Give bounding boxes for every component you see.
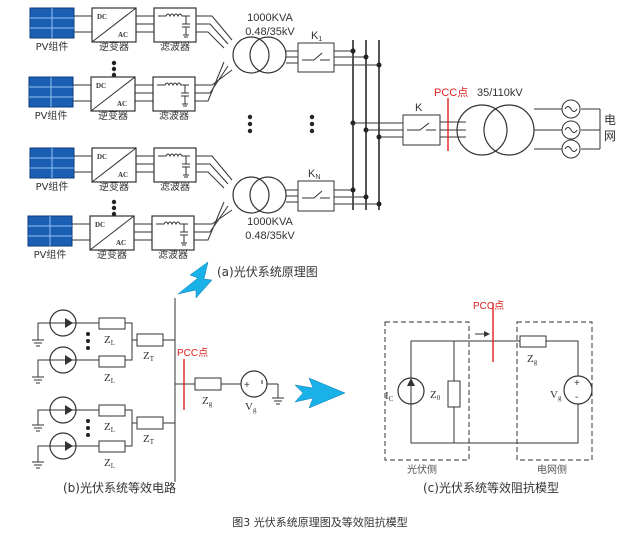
current-source-icon [49,432,77,460]
pv-string-4 [27,215,195,251]
vg-minus: - [575,392,578,403]
zg-impedance [194,377,222,391]
transformer-bottom-ratio: 0.48/35kV [245,230,295,242]
zl-impedance [98,317,126,330]
zg-label: Zg [202,395,213,408]
ac-label: AC [116,239,126,247]
filter-icon [152,76,196,112]
ac-label: AC [118,31,128,39]
ground-icon [31,376,45,384]
pv-label: PV组件 [36,180,69,193]
ellipsis-dots [86,332,90,437]
zg-label: Zg [527,353,538,366]
filter-label: 滤波器 [159,109,189,122]
pv-string-3 [29,147,197,183]
current-source-icon [49,396,77,424]
pcc-label-b: PCC点 [177,347,208,359]
zl-impedance [98,440,126,453]
pv-label: PV组件 [36,40,69,53]
zl-impedance [98,404,126,417]
dc-label: DC [96,82,106,90]
zt-label: ZT [143,350,155,363]
voltage-source-vg-icon [563,375,593,405]
voltage-source-icon [240,370,268,398]
arrow-down-left-icon [177,261,213,299]
filter-label: 滤波器 [160,40,190,53]
main-transformer-label: 35/110kV [477,87,523,99]
z0-impedance [447,380,461,408]
ac-label: AC [117,100,127,108]
grid-label-2: 网 [604,129,616,143]
current-source-icon [49,309,77,337]
current-source-icon [49,346,77,374]
vg-plus: + [574,378,580,389]
z0-label: Z0 [430,389,441,402]
pv-panel-icon [29,147,75,179]
inverter-label: 逆变器 [97,248,127,261]
transformer-top-icon [232,36,287,74]
ic-label: IC [385,390,394,403]
zl-label: ZL [104,457,115,470]
dc-label: DC [97,13,107,21]
pv-side-box [384,321,470,461]
dc-label: DC [97,153,107,161]
zg-impedance [519,335,547,348]
switch-k1-label: K1 [311,30,322,43]
zt-impedance [136,416,164,430]
transformer-bottom-icon [232,176,287,214]
grid-side-label: 电网侧 [537,463,567,476]
zl-label: ZL [104,421,115,434]
pv-label: PV组件 [34,248,67,261]
pv-panel-icon [29,7,75,39]
pv-side-label: 光伏侧 [407,463,437,476]
filter-label: 滤波器 [160,180,190,193]
ground-icon [31,339,45,347]
pv-panel-icon [28,76,74,108]
ac-label: AC [118,171,128,179]
main-switch-label: K [415,102,423,114]
pv-string-2 [28,76,196,112]
inverter-label: 逆变器 [99,40,129,53]
main-transformer-icon [456,104,535,156]
vg-plus: + [244,380,250,391]
ground-icon [271,397,285,405]
caption-b: (b)光伏系统等效电路 [63,480,176,495]
zt-label: ZT [143,433,155,446]
zl-label: ZL [104,334,115,347]
figure-caption: 图3 光伏系统原理图及等效阻抗模型 [232,515,408,529]
ellipsis-dots [111,60,315,217]
caption-c: (c)光伏系统等效阻抗模型 [423,480,559,495]
pv-label: PV组件 [35,109,68,122]
filter-icon [151,215,195,251]
zl-impedance [98,355,126,368]
ground-icon [31,424,45,432]
vg-label: Vg [550,389,562,402]
ac-source-icon [561,99,581,159]
pcc-label-c: PCC点 [473,300,504,312]
switch-k1 [297,42,335,73]
filter-label: 滤波器 [158,248,188,261]
pv-string-1 [29,7,197,43]
arrow-right-icon [294,377,346,409]
pv-panel-icon [27,215,73,247]
filter-icon [153,7,197,43]
caption-a: (a)光伏系统原理图 [217,265,318,279]
grid-label-1: 电 [604,113,616,127]
dc-label: DC [95,221,105,229]
inverter-label: 逆变器 [99,180,129,193]
transformer-top-ratio: 0.48/35kV [245,26,295,38]
vg-label: Vg [245,401,257,414]
inverter-label: 逆变器 [98,109,128,122]
pcc-label: PCC点 [434,86,468,99]
transformer-bottom-rating: 1000KVA [247,216,293,228]
zl-label: ZL [104,372,115,385]
switch-kn-label: KN [308,168,320,181]
current-direction-arrow-icon [484,331,490,337]
transformer-top-rating: 1000KVA [247,12,293,24]
filter-icon [153,147,197,183]
zt-impedance [136,333,164,347]
current-source-ic-icon [397,377,425,405]
ground-icon [31,461,45,469]
